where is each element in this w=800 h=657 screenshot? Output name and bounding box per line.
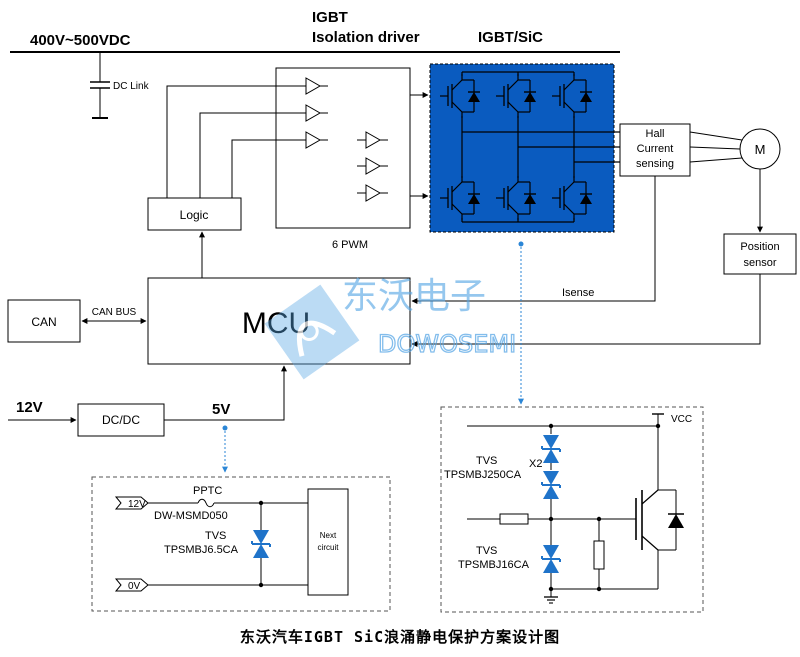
watermark: 东沃电子 DOWOSEMI [264, 276, 517, 380]
isense-label: Isense [562, 287, 594, 299]
detail-0v-label: 0V [128, 581, 141, 592]
gate-pulldown-resistor [593, 540, 605, 570]
motor-label: M [755, 142, 766, 157]
position-sensor-block [723, 233, 797, 275]
power-protection-detail [91, 476, 391, 612]
pptc-label-2: DW-MSMD050 [154, 510, 228, 522]
x2-label: X2 [529, 458, 542, 470]
motor-phase-1 [689, 131, 743, 141]
input-12v-connector [114, 496, 149, 510]
position-feedback [411, 274, 761, 347]
igbt-sic-title: IGBT/SiC [478, 29, 543, 46]
logic-wire-3 [231, 139, 306, 198]
motor-phase-2 [689, 146, 741, 150]
dc-link-label: DC Link [113, 81, 150, 92]
supply-5v-label: 5V [212, 401, 230, 418]
tvs-label-2: TPSMBJ6.5CA [164, 544, 239, 556]
next-circuit-label-1: Next [320, 531, 337, 540]
detail-12v-label: 12V [128, 499, 146, 510]
next-circuit-block [307, 488, 349, 596]
position-label-2: sensor [743, 257, 776, 269]
logic-block [147, 197, 242, 231]
tvs-label-1: TVS [205, 530, 226, 542]
supply-voltage-label: 400V~500VDC [30, 32, 131, 49]
pwm-label: 6 PWM [332, 239, 368, 251]
gate-protection-detail [440, 406, 704, 613]
logic-label: Logic [180, 208, 209, 222]
dcdc-block [77, 403, 165, 437]
mcu-block [147, 277, 411, 365]
tvs-diode-250-a [541, 434, 561, 464]
watermark-cn: 东沃电子 [342, 276, 486, 317]
hall-sensor-block [619, 123, 691, 177]
diagram-caption: 东沃汽车IGBT SiC浪涌静电保护方案设计图 [240, 628, 560, 646]
position-label-1: Position [740, 241, 779, 253]
logic-wire-1 [166, 85, 306, 198]
callout-dot-module [518, 241, 524, 247]
watermark-logo [264, 284, 360, 380]
pptc-fuse [197, 498, 215, 508]
callout-dot-5v [222, 425, 228, 431]
isense-feedback [411, 176, 656, 304]
hall-label-1: Hall [646, 128, 665, 140]
pptc-label-1: PPTC [193, 485, 222, 497]
tvs16-label-2: TPSMBJ16CA [458, 559, 530, 571]
power-igbt-symbol [635, 426, 684, 589]
can-bus-label: CAN BUS [92, 307, 137, 318]
gate-resistor [499, 513, 529, 525]
input-12v-label: 12V [16, 399, 43, 416]
driver-title-1: IGBT [312, 9, 348, 26]
tvs-diode-16 [541, 544, 561, 574]
watermark-en: DOWOSEMI [378, 330, 516, 358]
vcc-label: VCC [671, 414, 692, 425]
tvs16-label-1: TVS [476, 545, 497, 557]
driver-title-2: Isolation driver [312, 29, 420, 46]
dcdc-label: DC/DC [102, 413, 140, 427]
next-circuit-label-2: circuit [318, 543, 340, 552]
hall-label-2: Current [637, 143, 674, 155]
input-0v-connector [114, 578, 149, 592]
tvs-diode-6v5 [251, 529, 271, 559]
dc-link-capacitor [90, 52, 110, 119]
can-block [7, 299, 81, 343]
tvs-diode-250-b [541, 470, 561, 500]
hall-label-3: sensing [636, 158, 674, 170]
motor-phase-3 [689, 157, 743, 163]
igbt-bridge [439, 71, 622, 223]
tvs250-label-2: TPSMBJ250CA [444, 469, 522, 481]
supply-5v-line [164, 365, 287, 421]
isolation-driver-block [275, 67, 411, 229]
can-label: CAN [31, 315, 56, 329]
tvs250-label-1: TVS [476, 455, 497, 467]
logic-wire-2 [199, 112, 306, 198]
